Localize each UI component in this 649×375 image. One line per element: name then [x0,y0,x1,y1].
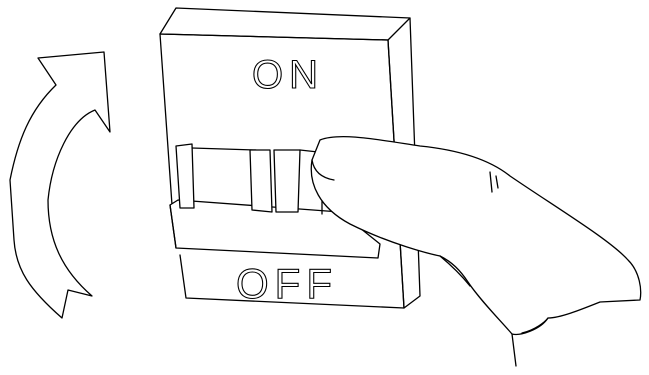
off-label: OFF [236,260,338,307]
on-label: ON [252,53,324,97]
curved-up-arrow-icon [10,52,110,318]
